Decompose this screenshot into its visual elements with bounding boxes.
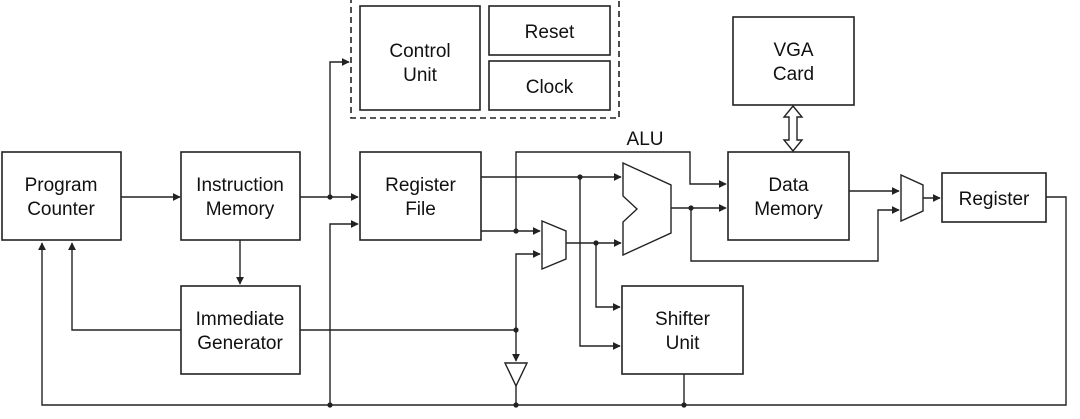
immediate-to-mux-wire (515, 250, 541, 330)
clock-label: Clock (526, 77, 574, 98)
immediate-generator-block (180, 285, 301, 375)
shifter-unit-label-2: Unit (666, 333, 701, 354)
immgen-to-pc-wire (68, 242, 181, 331)
instruction-memory-block (180, 151, 301, 241)
register-feedback-bus (38, 196, 1067, 406)
register-file-label-2: File (405, 199, 436, 220)
vga-card-label-2: Card (773, 64, 814, 85)
data-memory-label-1: Data (768, 175, 809, 196)
reset-label: Reset (525, 22, 575, 43)
reset-block (488, 5, 611, 56)
register-file-block (359, 151, 482, 241)
instruction-memory-label-2: Memory (206, 199, 275, 220)
bus-to-regfile-wire (329, 220, 359, 405)
clock-block (488, 60, 611, 111)
vga-dmem-bidirectional-arrow (782, 104, 804, 153)
control-unit-block (359, 5, 481, 111)
data-memory-label-2: Memory (754, 199, 823, 220)
control-unit-label-2: Unit (403, 65, 438, 86)
program-counter-label-2: Counter (27, 199, 95, 220)
immediate-generator-label-2: Generator (197, 333, 283, 354)
control-unit-label-1: Control (389, 41, 450, 62)
instruction-memory-label-1: Instruction (196, 175, 284, 196)
alu-to-writeback-mux-wire (690, 206, 900, 262)
regfile-to-dmem-wire (515, 151, 727, 231)
writeback-mux (900, 173, 924, 223)
rs1-to-shifter-wire (579, 177, 621, 350)
imem-to-control-wire (329, 58, 350, 197)
vga-card-block (732, 16, 855, 106)
data-memory-block (727, 151, 850, 241)
buffer-triangle (503, 362, 529, 388)
alu-label: ALU (627, 129, 664, 150)
shifter-unit-label-1: Shifter (655, 309, 711, 330)
operand-mux (541, 219, 567, 271)
register-file-label-1: Register (385, 175, 456, 196)
program-counter-block (1, 151, 122, 241)
register-label: Register (959, 189, 1030, 210)
mux-to-shifter-wire (595, 243, 621, 311)
vga-card-label-1: VGA (773, 40, 813, 61)
immediate-generator-label-1: Immediate (196, 309, 285, 330)
program-counter-label-1: Program (25, 175, 98, 196)
alu-shape (622, 161, 672, 257)
shifter-unit-block (621, 285, 744, 375)
